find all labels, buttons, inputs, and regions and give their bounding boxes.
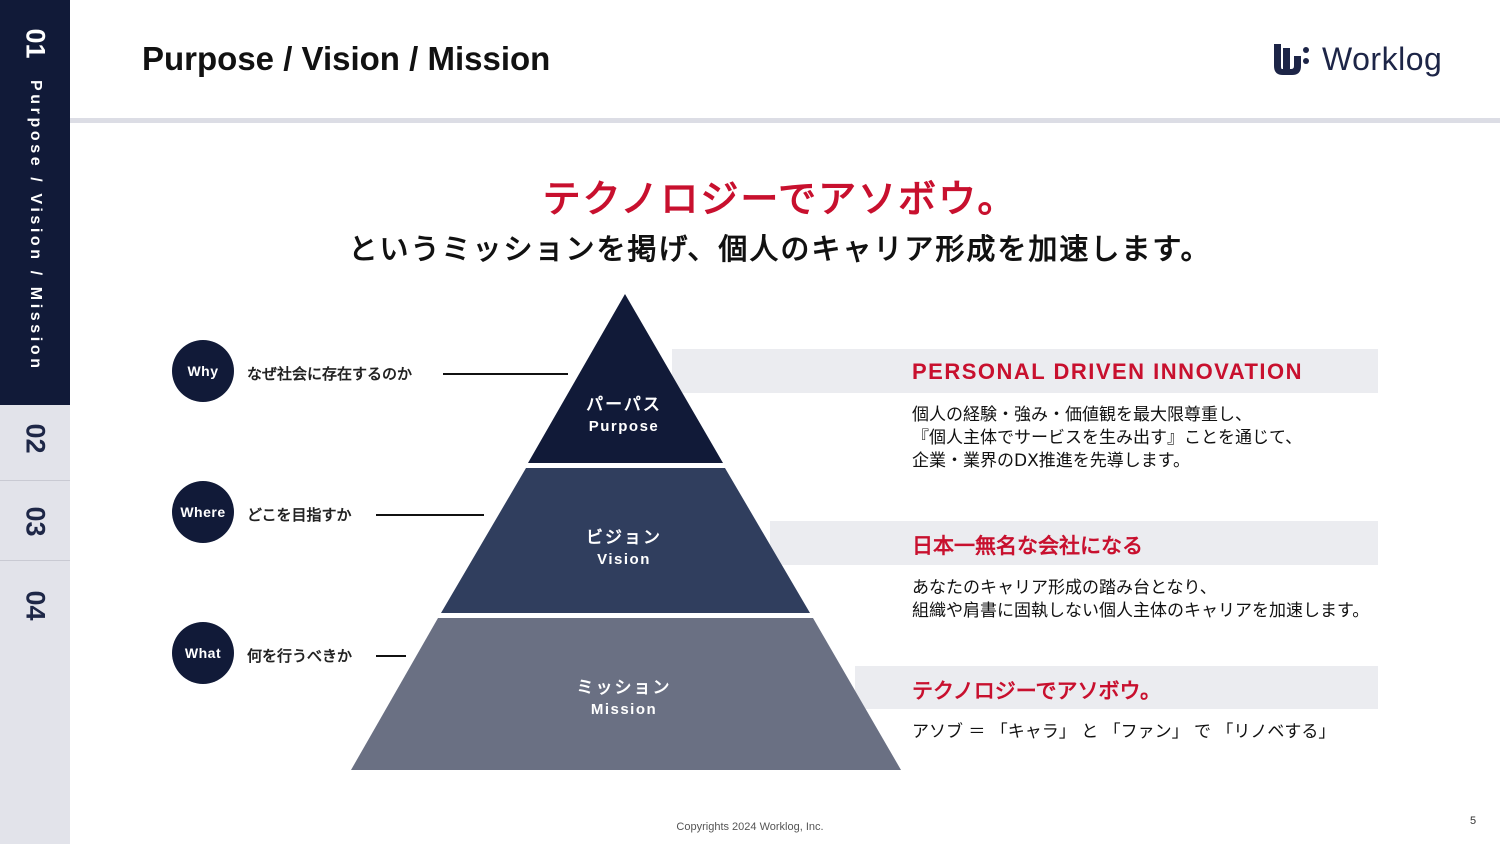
where-connector (376, 514, 484, 516)
vision-en: Vision (597, 551, 651, 568)
header-divider (70, 118, 1500, 123)
worklog-logo-icon (1274, 44, 1309, 75)
page-number: 5 (1470, 815, 1477, 827)
pyramid-label-vision: ビジョン Vision (524, 523, 724, 568)
vision-description: あなたのキャリア形成の踏み台となり、 組織や肩書に固執しない個人主体のキャリアを… (912, 577, 1369, 623)
purpose-description: 個人の経験・強み・価値観を最大限尊重し、 『個人主体でサービスを生み出す』ことを… (912, 404, 1302, 473)
mission-description: アソブ ＝ 「キャラ」 と 「ファン」 で 「リノベする」 (912, 721, 1335, 744)
purpose-band (672, 349, 1378, 393)
section-sidebar: 01 Purpose / Vision / Mission 02 03 04 (0, 0, 70, 844)
vision-band (770, 521, 1378, 565)
mission-headline: テクノロジーでアソボウ。 (542, 177, 1018, 221)
where-text: どこを目指すか (247, 506, 352, 524)
pyramid-tier-purpose (528, 294, 723, 463)
vision-title: 日本一無名な会社になる (912, 534, 1143, 558)
where-badge: Where (172, 481, 234, 543)
pyramid-label-purpose: パーパス Purpose (524, 390, 724, 435)
purpose-en: Purpose (588, 418, 660, 435)
pyramid-tier-mission (351, 618, 901, 770)
mission-line: アソブ ＝ 「キャラ」 と 「ファン」 で 「リノベする」 (912, 722, 1336, 742)
purpose-line: 『個人主体でサービスを生み出す』ことを通じて、 (912, 428, 1303, 448)
mission-jp: ミッション (576, 678, 672, 698)
purpose-title: PERSONAL DRIVEN INNOVATION (912, 359, 1304, 384)
purpose-line: 個人の経験・強み・価値観を最大限尊重し、 (912, 405, 1252, 425)
mission-band (855, 666, 1378, 709)
page-title: Purpose / Vision / Mission (142, 40, 551, 77)
company-logo: Worklog (1272, 40, 1442, 78)
mission-en: Mission (590, 701, 658, 718)
pyramid-label-mission: ミッション Mission (524, 673, 724, 718)
sidebar-divider (0, 560, 70, 561)
why-text: なぜ社会に存在するのか (247, 365, 413, 383)
why-badge: Why (172, 340, 234, 402)
pyramid-tier-vision (441, 468, 810, 613)
copyright: Copyrights 2024 Worklog, Inc. (676, 821, 824, 833)
vision-line: 組織や肩書に固執しない個人主体のキャリアを加速します。 (912, 601, 1370, 621)
purpose-jp: パーパス (586, 395, 662, 415)
sidebar-divider (0, 480, 70, 481)
why-connector (443, 373, 568, 375)
what-badge: What (172, 622, 234, 684)
mission-subheadline: というミッションを掲げ、個人のキャリア形成を加速します。 (348, 232, 1212, 266)
purpose-line: 企業・業界のDX推進を先導します。 (912, 451, 1191, 471)
vision-line: あなたのキャリア形成の踏み台となり、 (912, 578, 1217, 598)
logo-text: Worklog (1322, 40, 1443, 77)
sidebar-active-section[interactable] (0, 0, 70, 405)
what-text: 何を行うべきか (247, 647, 353, 665)
vision-jp: ビジョン (586, 528, 662, 548)
mission-title: テクノロジーでアソボウ。 (912, 679, 1162, 703)
what-connector (376, 655, 406, 657)
